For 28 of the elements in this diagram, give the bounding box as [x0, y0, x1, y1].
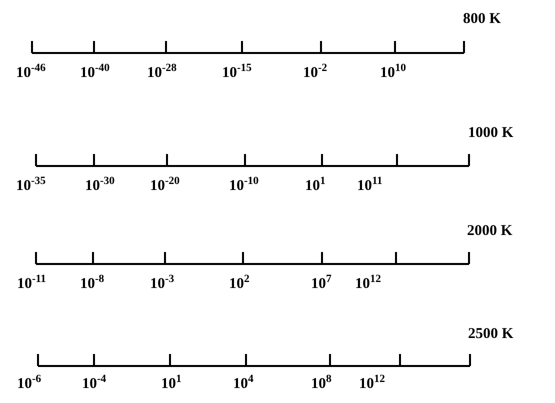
scale-value-label: 10$^{12}$ [359, 375, 385, 393]
scale-value-label: 10$^{1}$ [305, 177, 326, 195]
temperature-label: 2500 K [468, 325, 514, 343]
scale-value-label: 10$^{-6}$ [17, 375, 42, 393]
scale-value-label: 10$^{4}$ [233, 375, 254, 393]
scale-value-label: 10$^{-30}$ [85, 177, 115, 195]
scale-value-label: 10$^{-20}$ [150, 177, 180, 195]
scale-value-label: 10$^{7}$ [311, 275, 332, 293]
scale-value-label: 10$^{8}$ [311, 375, 332, 393]
scale-value-label: 10$^{-40}$ [80, 64, 110, 82]
scale-value-label: 10$^{11}$ [357, 177, 382, 195]
scale-value-label: 10$^{-35}$ [16, 177, 46, 195]
scale-value-label: 10$^{-28}$ [147, 64, 177, 82]
scale-value-label: 10$^{1}$ [161, 375, 182, 393]
scale-value-label: 10$^{-4}$ [82, 375, 106, 393]
scale-value-label: 10$^{-2}$ [303, 64, 328, 82]
temperature-label: 1000 K [468, 124, 514, 142]
scale-value-label: 10$^{-8}$ [80, 275, 104, 293]
temperature-label: 800 K [463, 10, 501, 28]
scale-value-label: 10$^{2}$ [229, 275, 250, 293]
scale-value-label: 10$^{-11}$ [17, 275, 46, 293]
scale-value-label: 10$^{-46}$ [16, 64, 46, 82]
scale-value-label: 10$^{-10}$ [229, 177, 259, 195]
scale-value-label: 10$^{-3}$ [150, 275, 174, 293]
temperature-label: 2000 K [467, 222, 512, 240]
scale-value-label: 10$^{12}$ [355, 275, 381, 293]
scale-value-label: 10$^{-15}$ [222, 64, 252, 82]
scale-value-label: 10$^{10}$ [380, 64, 406, 82]
